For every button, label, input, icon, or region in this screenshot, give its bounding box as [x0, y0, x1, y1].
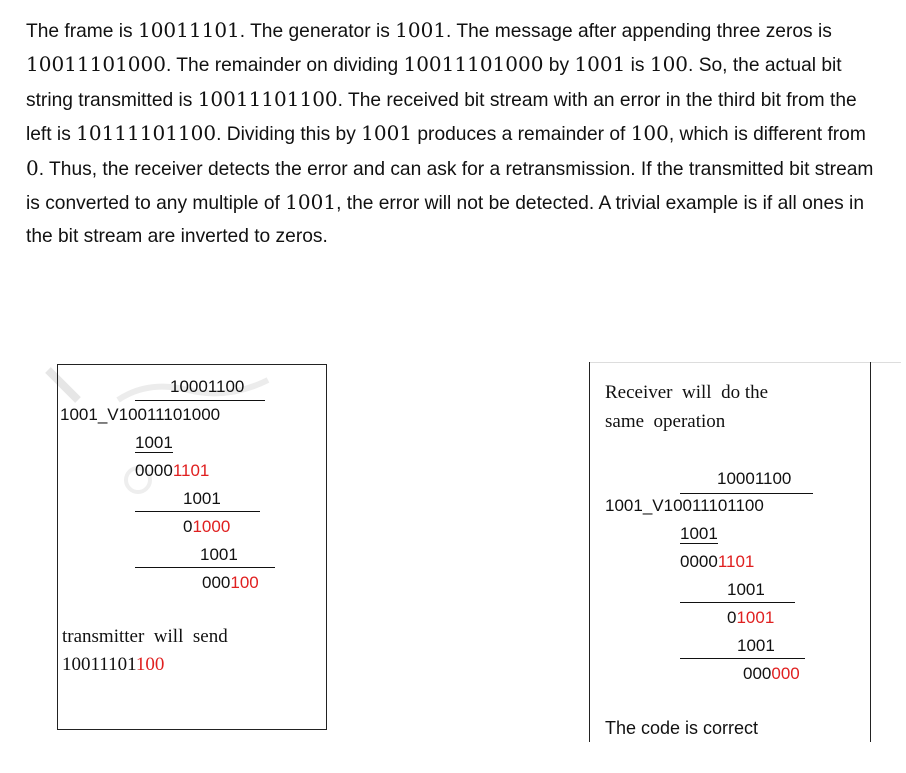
transmitter-note: transmitter will send [62, 626, 228, 647]
quotient-rule [135, 400, 265, 401]
division-step: 1001 [737, 636, 775, 655]
quotient-rule [680, 493, 813, 494]
transmitted-bits: 10011101100 [62, 654, 165, 675]
receiver-intro: Receiver will do the [605, 382, 769, 403]
division-row: 1001_V10011101000 [60, 405, 221, 424]
transmitter-division-box [57, 364, 327, 730]
step-rule [680, 602, 795, 603]
division-step: 1001 [680, 524, 718, 544]
remainder: 000000 [743, 664, 800, 683]
division-step: 1001 [135, 433, 173, 453]
receiver-division-box [589, 362, 871, 742]
division-step: 00001101 [135, 461, 210, 480]
division-step: 01000 [183, 517, 231, 536]
division-step: 1001 [727, 580, 765, 599]
divider-line [589, 362, 901, 363]
division-row: 1001_V10011101100 [605, 496, 764, 515]
division-step: 01001 [727, 608, 775, 627]
receiver-intro: same operation [605, 411, 726, 432]
remainder: 000100 [202, 573, 259, 592]
division-step: 1001 [200, 545, 238, 564]
division-step: 00001101 [680, 552, 755, 571]
step-rule [135, 567, 275, 568]
division-step: 1001 [183, 489, 221, 508]
quotient: 10001100 [170, 377, 245, 396]
step-rule [135, 511, 260, 512]
quotient: 10001100 [717, 469, 792, 488]
conclusion-text: The code is correct [605, 718, 759, 738]
explanation-paragraph: The frame is 10011101. The generator is … [26, 18, 874, 248]
step-rule [680, 658, 805, 659]
